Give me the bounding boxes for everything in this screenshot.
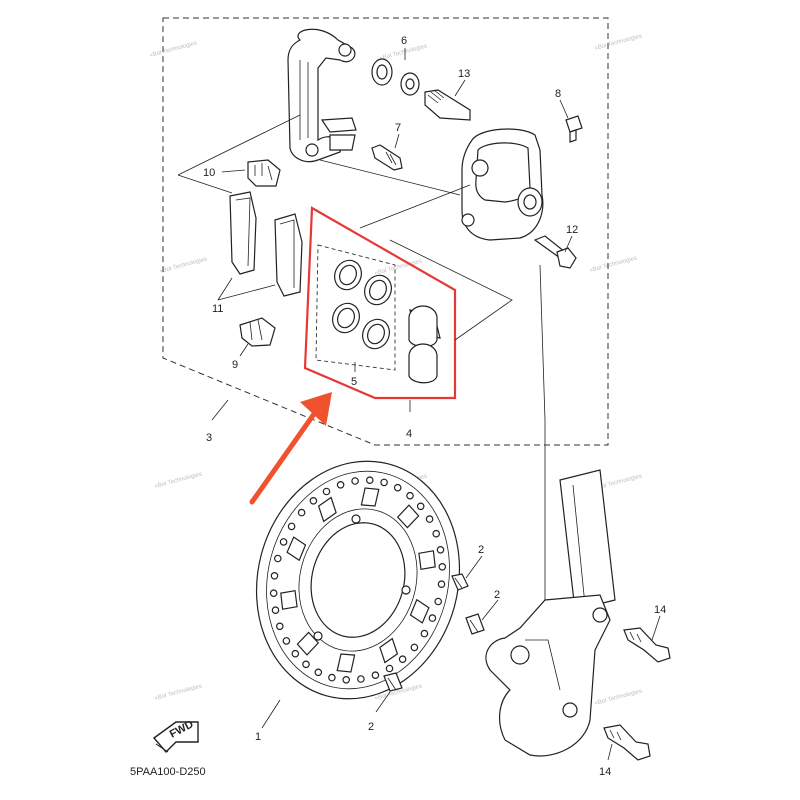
label-2c: 2 bbox=[368, 721, 374, 733]
disc-hole bbox=[436, 545, 445, 554]
disc-hole bbox=[437, 580, 446, 589]
caliper-pin-7 bbox=[371, 144, 403, 171]
label-14a: 14 bbox=[654, 604, 666, 616]
brake-pads bbox=[229, 191, 303, 297]
disc-hole bbox=[428, 614, 437, 622]
label-3: 3 bbox=[206, 432, 212, 444]
label-12: 12 bbox=[566, 224, 578, 236]
disc-hole bbox=[275, 622, 284, 631]
watermark: «Bot Technologies bbox=[154, 683, 203, 701]
caliper-bracket bbox=[287, 28, 357, 163]
disc-hole bbox=[270, 571, 279, 580]
disc-holes bbox=[269, 476, 447, 684]
callouts: 6 13 8 7 10 12 11 9 5 4 3 2 2 2 14 14 1 bbox=[203, 35, 666, 778]
boot-and-bushing bbox=[371, 58, 420, 96]
bleed-screw bbox=[565, 115, 583, 143]
highlight-box bbox=[303, 206, 457, 400]
label-14b: 14 bbox=[599, 766, 611, 778]
disc-bolts bbox=[383, 573, 485, 692]
disc-hole bbox=[297, 508, 306, 517]
disc-slot bbox=[286, 536, 307, 562]
disc-hole bbox=[416, 502, 425, 511]
watermark: «Bot Technologies bbox=[159, 256, 208, 274]
watermark: «Bot Technologies bbox=[594, 33, 643, 51]
disc-hole bbox=[393, 483, 402, 492]
label-7: 7 bbox=[395, 122, 401, 134]
label-13: 13 bbox=[458, 68, 470, 80]
disc-hole bbox=[314, 668, 323, 677]
disc-hole bbox=[425, 515, 434, 523]
disc-hole bbox=[273, 554, 282, 563]
disc-hole bbox=[336, 480, 345, 489]
disc-hole bbox=[371, 671, 380, 680]
disc-slot bbox=[280, 590, 298, 610]
disc-hole bbox=[406, 491, 414, 500]
pointer-arrow bbox=[249, 392, 332, 505]
disc-hole bbox=[365, 476, 374, 485]
label-5: 5 bbox=[351, 376, 357, 388]
disc-hole bbox=[271, 606, 280, 615]
seal-kit-frame bbox=[315, 244, 396, 371]
disc-hole bbox=[385, 664, 394, 673]
label-2a: 2 bbox=[478, 544, 484, 556]
brake-disc bbox=[255, 460, 461, 700]
disc-hole bbox=[432, 529, 441, 538]
label-9: 9 bbox=[232, 359, 238, 371]
watermark: «Bot Technologies bbox=[154, 471, 203, 489]
label-11: 11 bbox=[212, 303, 223, 315]
disc-slot bbox=[396, 504, 420, 529]
disc-hole bbox=[410, 643, 419, 652]
piston-seals bbox=[332, 259, 392, 350]
caliper-assembly-frame bbox=[162, 17, 609, 446]
disc-hole bbox=[434, 597, 443, 606]
diagram-code: 5PAA100-D250 bbox=[130, 766, 206, 778]
disc-slot bbox=[360, 487, 380, 507]
disc-hole bbox=[438, 562, 447, 571]
label-1: 1 bbox=[255, 731, 261, 743]
caliper-body bbox=[461, 128, 544, 241]
leader-lines bbox=[177, 114, 546, 600]
pistons bbox=[408, 305, 441, 384]
label-6: 6 bbox=[401, 35, 407, 47]
watermark: «Bot Technologies bbox=[589, 255, 638, 273]
disc-hole bbox=[342, 675, 351, 684]
caliper-pin-13 bbox=[424, 89, 471, 121]
fork-bolts bbox=[603, 627, 671, 761]
disc-hole bbox=[357, 675, 365, 683]
label-4: 4 bbox=[406, 428, 412, 440]
label-8: 8 bbox=[555, 88, 561, 100]
watermark: «Bot Technologies bbox=[594, 688, 643, 706]
disc-slot bbox=[336, 653, 356, 673]
disc-hole bbox=[322, 487, 331, 496]
disc-hole bbox=[279, 538, 288, 546]
disc-hole bbox=[269, 589, 278, 598]
label-2b: 2 bbox=[494, 589, 500, 601]
disc-hole bbox=[328, 673, 336, 682]
disc-slot bbox=[296, 631, 320, 656]
watermark: «Bot Technologies bbox=[149, 40, 198, 58]
disc-hole bbox=[380, 478, 388, 487]
disc-hole bbox=[351, 477, 359, 485]
disc-slots bbox=[280, 487, 436, 673]
disc-hole bbox=[302, 660, 310, 669]
disc-hole bbox=[398, 655, 407, 664]
pad-support bbox=[239, 317, 276, 347]
fwd-badge: FWD bbox=[152, 718, 199, 754]
disc-hole bbox=[287, 522, 296, 531]
disc-hole bbox=[282, 637, 291, 645]
disc-hole bbox=[291, 649, 300, 658]
disc-slot bbox=[379, 637, 399, 664]
disc-slot bbox=[317, 496, 337, 523]
disc-slot bbox=[409, 598, 430, 624]
disc-slot bbox=[418, 550, 436, 570]
disc-hole bbox=[309, 496, 318, 505]
disc-hole bbox=[420, 629, 429, 638]
front-fork bbox=[485, 469, 616, 757]
label-10: 10 bbox=[203, 167, 215, 179]
pad-spring bbox=[247, 159, 281, 187]
